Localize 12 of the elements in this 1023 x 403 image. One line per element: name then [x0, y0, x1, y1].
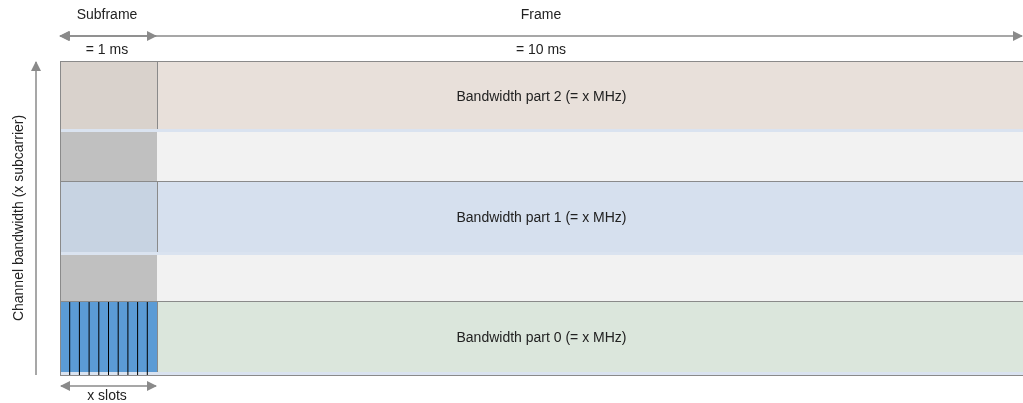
dimension-label: Frame — [520, 6, 562, 22]
dimension-label: = 10 ms — [515, 41, 567, 57]
dimension-label: = 1 ms — [85, 41, 129, 57]
band-label: Bandwidth part 0 (= x MHz) — [456, 329, 627, 345]
band-label: Bandwidth part 2 (= x MHz) — [456, 87, 627, 104]
bandwidth-part-band — [60, 61, 1023, 132]
band-label: Bandwidth part 1 (= x MHz) — [456, 209, 627, 225]
bandwidth-part-band — [60, 301, 1023, 375]
axis-label: Channel bandwidth (x subcarrier) — [10, 114, 26, 322]
dimension-label: x slots — [87, 387, 127, 403]
dimension-label: Subframe — [76, 6, 138, 22]
bandwidth-part-band — [60, 181, 1023, 255]
